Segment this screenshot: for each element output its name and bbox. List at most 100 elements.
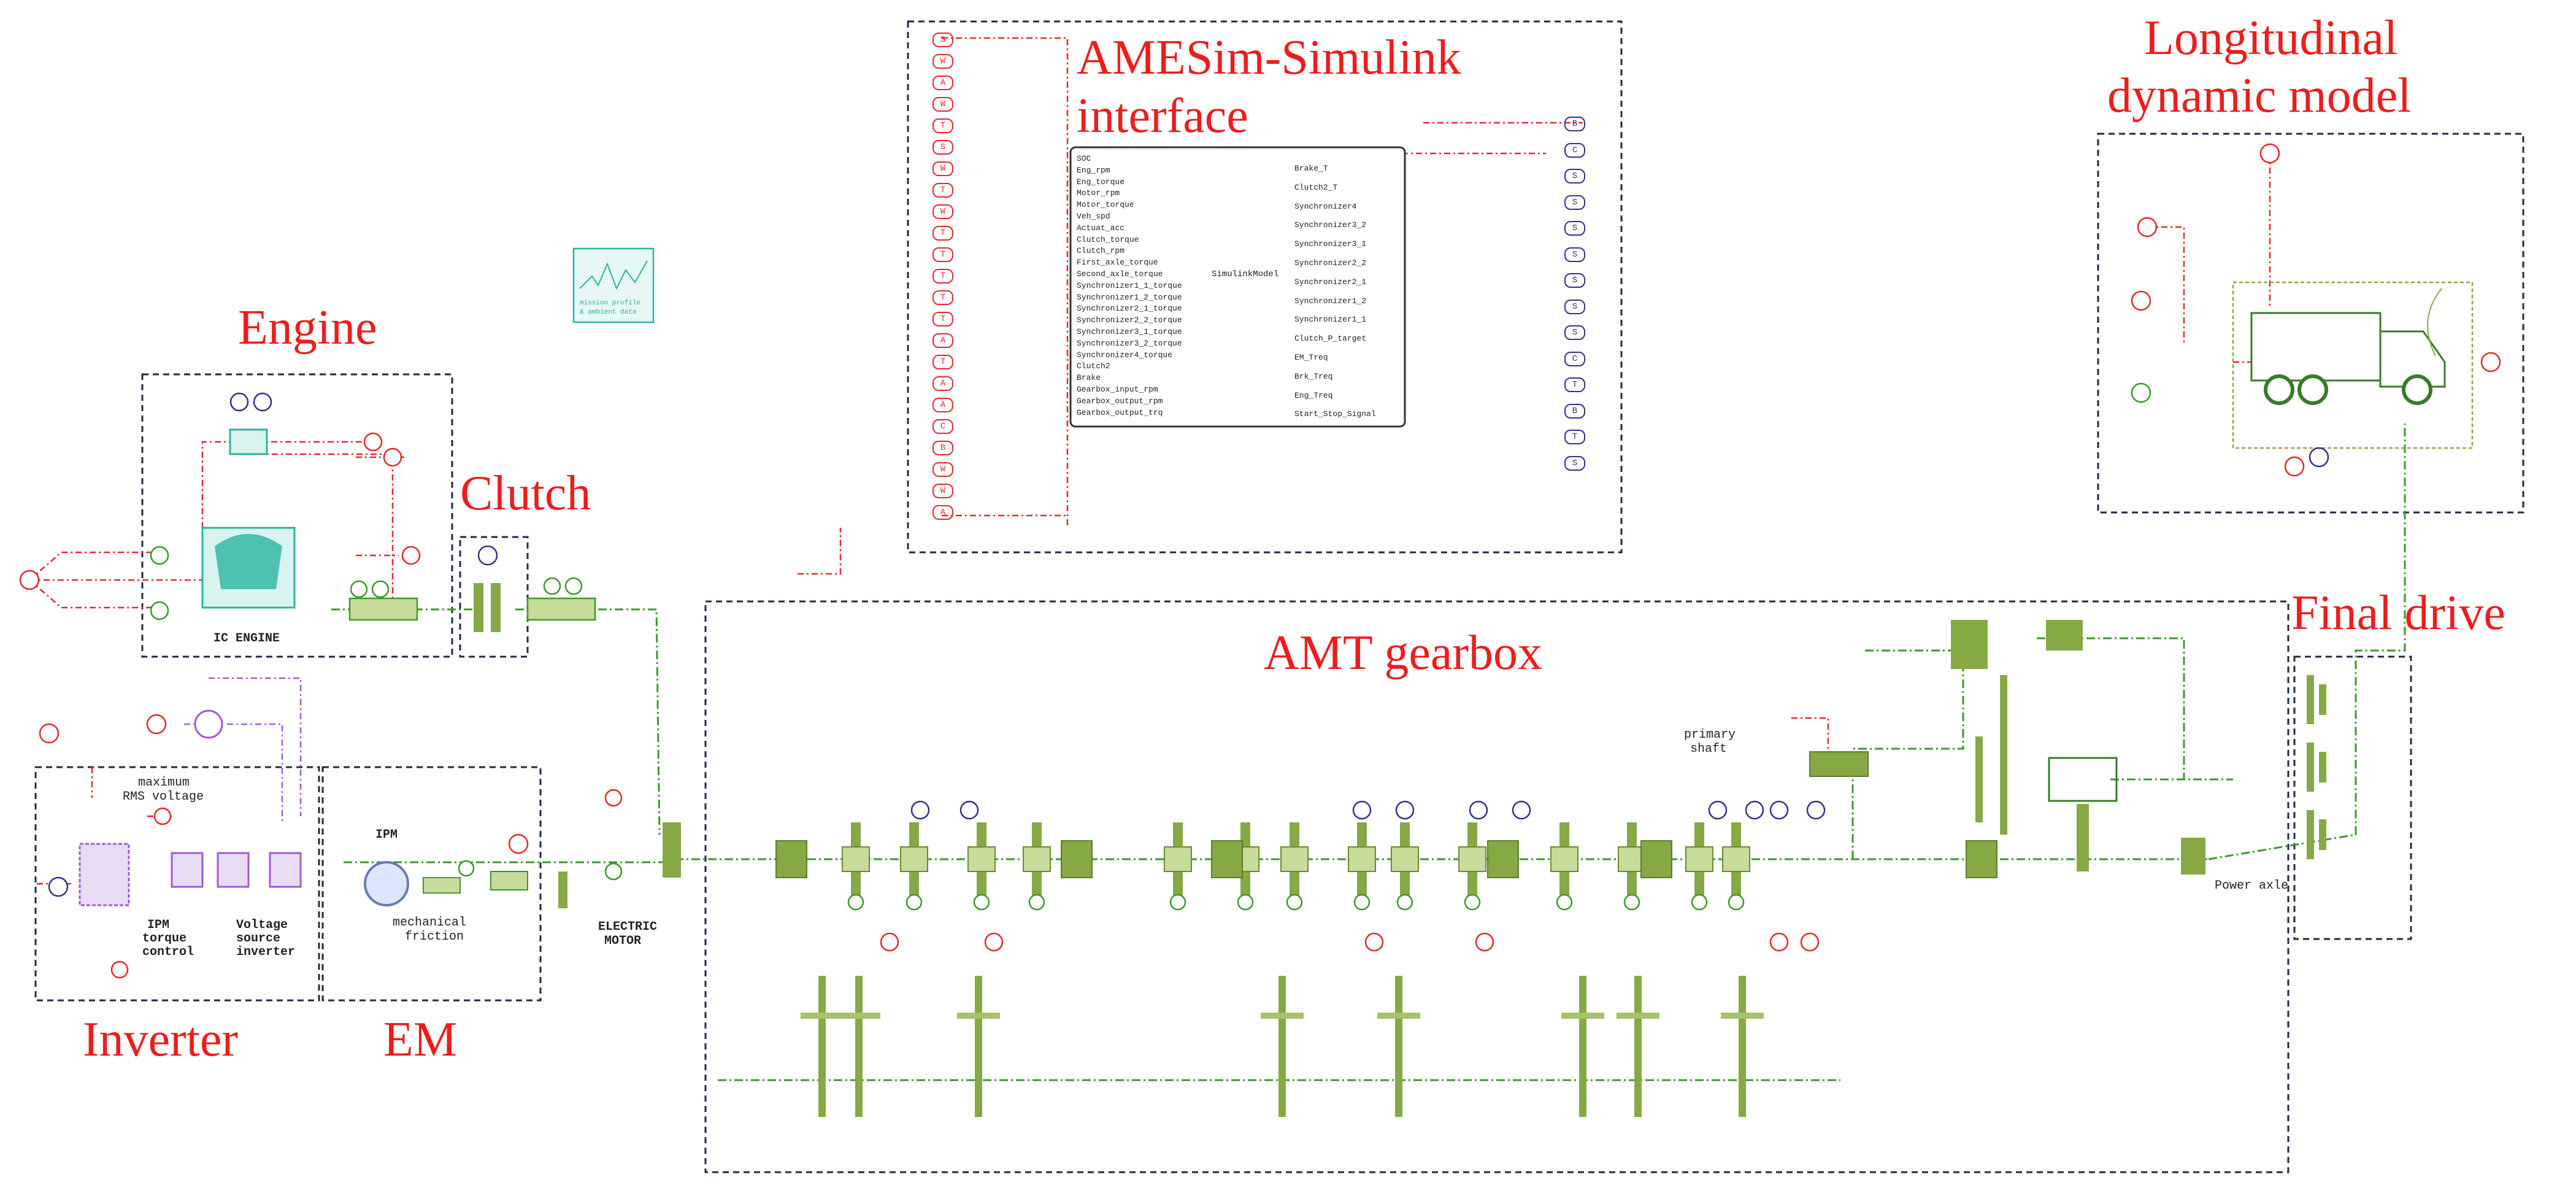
differential-gear [2077,804,2089,871]
interface-input-port-label: Synchronizer4_torque [1077,350,1173,360]
interface-input-port-label: Gearbox_output_rpm [1077,396,1163,406]
em-title: EM [383,1013,457,1067]
mission-label-2: & ambient data [580,309,637,316]
upper-gear-set [1951,620,1988,669]
speed-sensor-icon [973,894,990,911]
ipm-label-3: control [142,945,194,959]
speed-sensor-icon [847,894,864,911]
interface-input-port-label: Synchronizer2_2_torque [1077,315,1182,325]
lower-gear-teeth [1561,1013,1604,1019]
speed-sensor-icon [1728,894,1745,911]
max-rms-label-1: maximum [138,776,190,790]
lower-gear [1739,976,1746,1117]
interface-input-connector: T [932,247,953,262]
primary-shaft-gear [1809,751,1869,777]
voltage-label-2: source [236,932,281,946]
interface-output-port-label: Clutch2_T [1294,182,1338,192]
gear-hub [1550,846,1578,872]
output-gear [2181,838,2205,875]
synchronizer-block [1211,840,1243,878]
interface-input-connector: S [932,140,953,155]
primary-shaft-label-1: primary [1684,728,1736,742]
voltage-label-3: inverter [236,945,296,959]
gear-hub [1280,846,1309,872]
interface-output-port-label: Synchronizer3_1 [1294,239,1367,249]
sensor-icon [910,800,930,820]
interface-input-port-label: Synchronizer3_2_torque [1077,338,1182,348]
interface-title-2: interface [1077,89,1248,143]
gear-hub [1458,846,1486,872]
interface-input-port-label: Eng_rpm [1077,165,1110,175]
interface-output-connector: B [1564,117,1585,131]
engine-signal-bus [29,430,394,609]
motor-icon [364,861,409,906]
interface-input-connector: T [932,355,953,369]
gear-hub [1348,846,1376,872]
signal-icon [1475,932,1494,952]
amt-frame [704,600,2290,1173]
friction-label-2: friction [405,930,464,944]
interface-input-connector: A [932,398,953,412]
interface-output-port-label: Clutch_P_target [1294,334,1367,344]
signal-icon [984,932,1004,952]
interface-output-port-label: EM_Treq [1294,353,1328,362]
interface-input-connector: A [932,505,953,520]
interface-output-port-label: Synchronizer1_1 [1294,315,1367,325]
interface-input-port-label: Clutch2 [1077,361,1110,371]
interface-input-port-label: Synchronizer1_1_torque [1077,280,1182,290]
interface-output-connector: C [1564,142,1585,158]
interface-input-port-label: Synchronizer3_1_torque [1077,327,1182,336]
interface-output-connector: T [1564,430,1585,444]
interface-output-bus [1402,122,1583,155]
synchronizer-block [1487,840,1519,878]
interface-output-port-label: Synchronizer1_2 [1294,296,1367,306]
lower-gear-teeth [837,1013,880,1019]
gear-hub [1023,846,1051,872]
sensor-icon [1745,800,1764,820]
interface-input-connector: C [932,419,953,434]
signal-icon [1364,932,1384,952]
interface-output-connector: B [1564,403,1585,419]
clutch-frame [459,536,529,658]
interface-output-connector: T [1564,377,1585,392]
lower-gear [1278,976,1286,1117]
interface-input-connector: A [932,333,953,348]
interface-input-port-label: First_axle_torque [1077,258,1158,268]
lower-gear-teeth [801,1013,844,1019]
interface-output-port-label: Synchronizer2_2 [1294,258,1367,268]
interface-input-connector: W [932,484,953,498]
signal-icon [1769,932,1789,952]
interface-output-connector: S [1564,169,1585,184]
final-drive-gear [2307,810,2314,859]
speed-sensor-icon [1169,894,1186,911]
interface-output-connector: S [1564,299,1585,314]
clutch-title: Clutch [460,466,591,520]
longitudinal-title-2: dynamic model [2107,69,2412,123]
interface-input-connector: T [932,118,953,133]
gear-hub [1164,846,1192,872]
lower-gear [1395,976,1402,1117]
lower-gear [1579,976,1586,1117]
interface-output-port-label: Start_Stop_Signal [1294,409,1376,419]
synchronizer-block [775,840,807,878]
interface-output-connector: S [1564,247,1585,262]
speed-sensor-icon [1691,894,1708,911]
interface-input-connector: W [932,161,953,176]
final-drive-gear [2319,819,2326,850]
primary-shaft-link [1851,638,1964,859]
interface-input-port-label: Second_axle_torque [1077,269,1163,279]
upper-gear-set [2046,620,2083,651]
lower-gear-teeth [1617,1013,1659,1019]
gear-hub [967,846,996,872]
speed-sensor-icon [1464,894,1481,911]
interface-input-port-label: Actuat_acc [1077,223,1125,233]
interface-output-connector: C [1564,351,1585,366]
interface-input-port-label: Brake [1077,373,1101,383]
interface-input-port-label: SOC [1077,154,1091,163]
interface-input-port-label: Gearbox_input_rpm [1077,385,1158,394]
lower-gear-teeth [957,1013,1000,1019]
